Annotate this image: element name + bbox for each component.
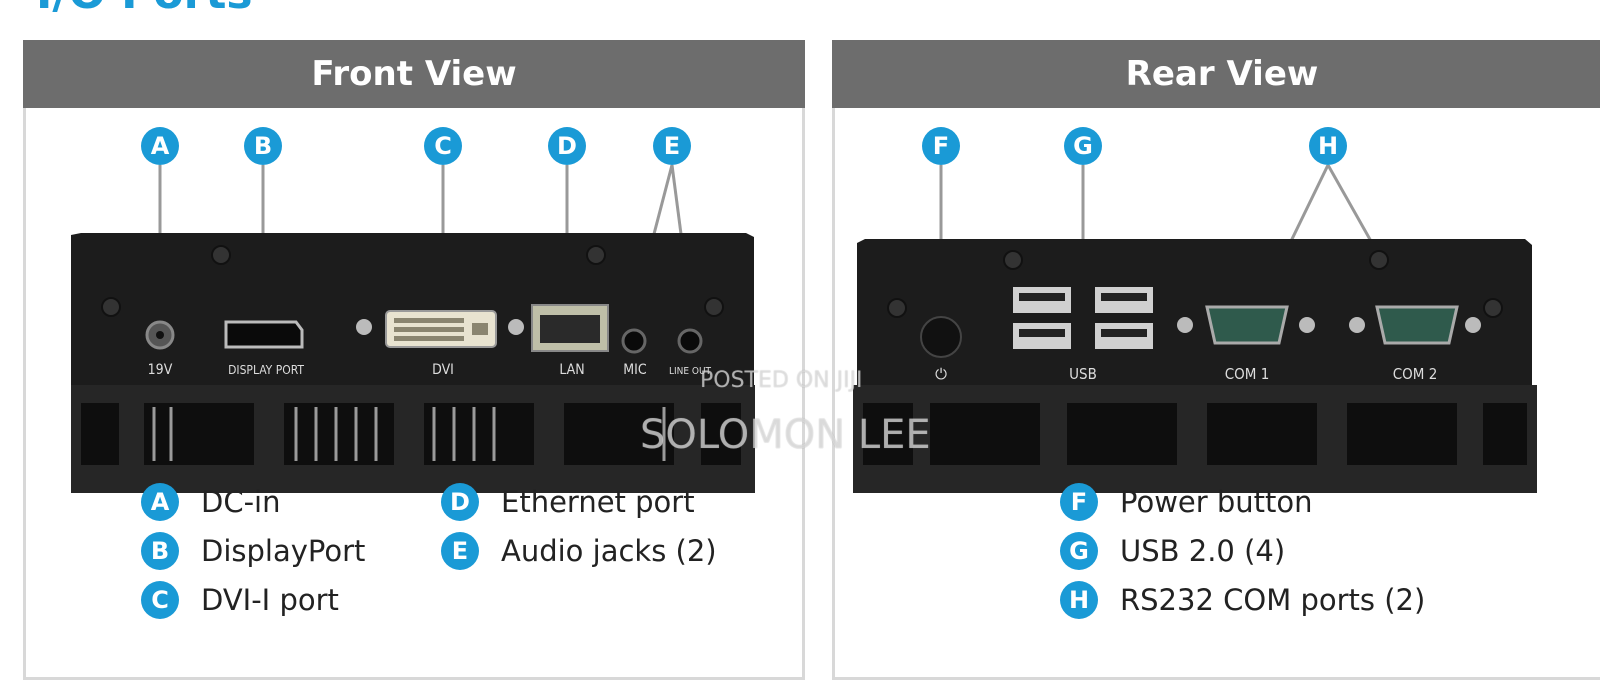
com1-label: COM 1 <box>1225 365 1270 383</box>
legend-b-text: DisplayPort <box>201 534 366 568</box>
lan-label: LAN <box>559 362 584 378</box>
rear-view-header: Rear View <box>832 40 1600 108</box>
mic-label: MIC <box>623 362 647 378</box>
legend-d: D Ethernet port <box>441 483 695 521</box>
legend-f-text: Power button <box>1120 485 1313 519</box>
legend-e-text: Audio jacks (2) <box>501 534 717 568</box>
legend-h-text: RS232 COM ports (2) <box>1120 583 1426 617</box>
usb-label: USB <box>1069 365 1097 383</box>
legend-c-text: DVI-I port <box>201 583 339 617</box>
rear-device-image: ⏻ USB COM 1 COM 2 <box>853 165 1537 493</box>
legend-b: B DisplayPort <box>141 532 365 570</box>
legend-g-badge: G <box>1060 532 1098 570</box>
badge-e: E <box>653 127 691 165</box>
page-title: I/O Ports <box>36 0 253 16</box>
legend-c: C DVI-I port <box>141 581 339 619</box>
badge-a: A <box>141 127 179 165</box>
legend-a: A DC-in <box>141 483 280 521</box>
legend-d-badge: D <box>441 483 479 521</box>
badge-h: H <box>1309 127 1347 165</box>
legend-h: H RS232 COM ports (2) <box>1060 581 1425 619</box>
watermark-line1: POSTED ON JIJI <box>700 368 863 393</box>
rear-view-panel: Rear View F G H <box>832 40 1600 680</box>
power-symbol: ⏻ <box>935 365 947 383</box>
badge-b: B <box>244 127 282 165</box>
badge-g: G <box>1064 127 1102 165</box>
legend-e-badge: E <box>441 532 479 570</box>
dcin-label: 19V <box>148 362 173 378</box>
front-device-image: 19V DISPLAY PORT DVI LAN MIC LINE OUT <box>71 165 755 493</box>
legend-c-badge: C <box>141 581 179 619</box>
legend-f-badge: F <box>1060 483 1098 521</box>
legend-e: E Audio jacks (2) <box>441 532 717 570</box>
legend-a-text: DC-in <box>201 485 281 519</box>
badge-c: C <box>424 127 462 165</box>
badge-d: D <box>548 127 586 165</box>
lineout-label: LINE OUT <box>669 366 712 377</box>
legend-d-text: Ethernet port <box>501 485 695 519</box>
legend-g-text: USB 2.0 (4) <box>1120 534 1286 568</box>
watermark-line2: SOLOMON LEE <box>640 412 931 458</box>
legend-f: F Power button <box>1060 483 1313 521</box>
com2-label: COM 2 <box>1393 365 1438 383</box>
badge-f: F <box>922 127 960 165</box>
displayport-label: DISPLAY PORT <box>228 363 304 377</box>
dvi-label: DVI <box>432 362 454 378</box>
legend-a-badge: A <box>141 483 179 521</box>
front-view-header: Front View <box>23 40 805 108</box>
legend-b-badge: B <box>141 532 179 570</box>
legend-g: G USB 2.0 (4) <box>1060 532 1285 570</box>
front-view-panel: Front View A B C D E <box>23 40 805 680</box>
legend-h-badge: H <box>1060 581 1098 619</box>
